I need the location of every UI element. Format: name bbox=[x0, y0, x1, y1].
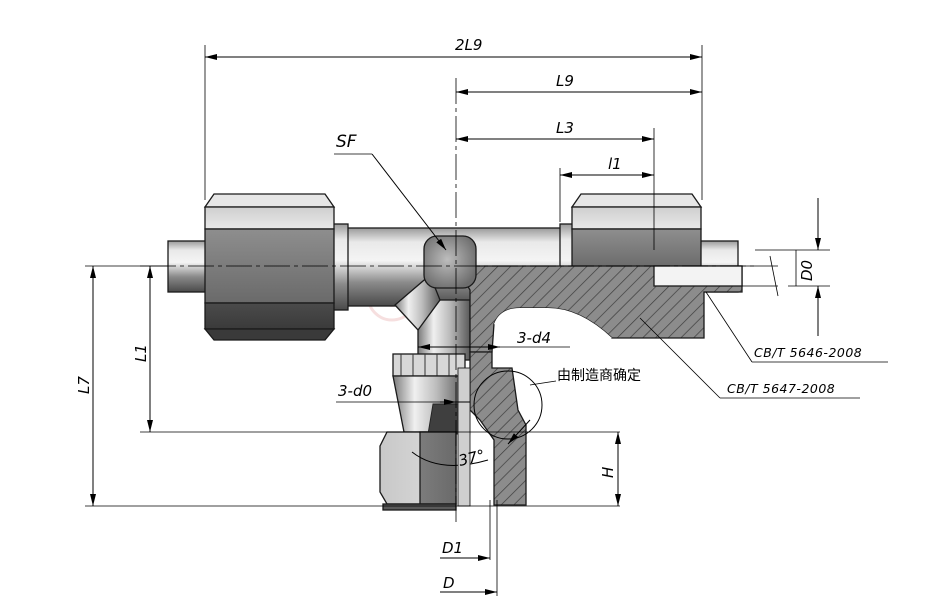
label-SF: SF bbox=[336, 132, 357, 152]
label-L9: L9 bbox=[556, 72, 574, 90]
label-3-d0: 3-d0 bbox=[338, 382, 372, 400]
left-nut bbox=[203, 193, 336, 341]
note-manufacturer: 由制造商确定 bbox=[557, 368, 641, 384]
label-L3: L3 bbox=[556, 119, 574, 137]
inserted-tube bbox=[653, 265, 743, 287]
center-lines bbox=[150, 78, 755, 525]
sf-boss bbox=[423, 235, 477, 289]
label-3-d4: 3-d4 bbox=[517, 329, 551, 347]
dimensions bbox=[85, 45, 888, 596]
note-standard-5647: CB/T 5647-2008 bbox=[727, 381, 835, 396]
note-standard-5646: CB/T 5646-2008 bbox=[754, 345, 862, 360]
label-37deg: 37° bbox=[457, 446, 487, 470]
cross-section bbox=[454, 265, 743, 507]
label-H: H bbox=[599, 467, 617, 478]
label-D1: D1 bbox=[442, 539, 463, 557]
label-L7: L7 bbox=[75, 376, 93, 394]
labels: 2L9 L9 L3 l1 SF D0 L1 L7 H 3-d4 3-d0 D1 … bbox=[75, 36, 862, 592]
label-L1: L1 bbox=[132, 344, 150, 362]
right-nut bbox=[570, 193, 703, 270]
label-D0: D0 bbox=[798, 260, 816, 281]
label-l1: l1 bbox=[608, 155, 622, 173]
label-D: D bbox=[443, 574, 455, 592]
vertical-branch bbox=[379, 273, 489, 511]
label-2L9: 2L9 bbox=[455, 36, 482, 54]
